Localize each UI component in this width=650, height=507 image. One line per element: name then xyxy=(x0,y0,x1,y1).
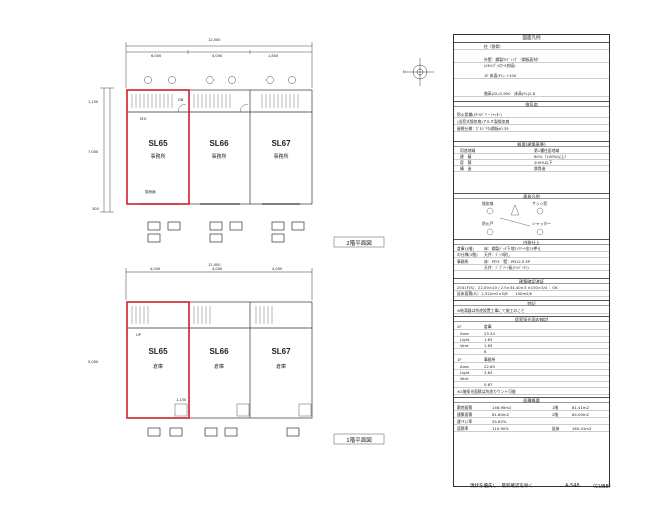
floor2-dn-label: DN xyxy=(178,98,184,102)
floor2-plan xyxy=(126,89,313,243)
floor1-highlight-sl65 xyxy=(126,301,190,419)
legend-cert-row-1: 2041F(S)：22,00×20 / 2.5×34.40×3 ×150×3/4… xyxy=(454,285,609,291)
compass-icon xyxy=(406,58,434,86)
dim-left-c: 5,000 xyxy=(88,360,99,364)
dim-bot-b: 4,000 xyxy=(212,267,223,271)
dim-top-total: 12,000 xyxy=(208,38,221,42)
compass-north-label: N xyxy=(403,70,406,74)
floor1-unit-sl66-id: SL66 xyxy=(209,347,229,356)
legend-finish-row-3: 事務所床：Pﾀｲﾙ 壁：PB12.5 EP xyxy=(454,259,609,265)
dim-left-a: 1,150 xyxy=(88,100,99,104)
footer-sheet-number: A-546 xyxy=(565,483,580,489)
legend-row-column: 柱（鉄骨） xyxy=(454,44,609,50)
floor1-width-label: 1,150 xyxy=(176,398,187,402)
dim-bot-a: 4,000 xyxy=(150,267,161,271)
floor2-walkway-label: 換気扇 xyxy=(145,190,156,194)
legend-exterior-row-3: 屋根仕様：ｶﾞﾙﾊﾞﾘｳﾑ鋼板t0.35 xyxy=(454,126,609,132)
floor2-unit-sl66-id: SL66 xyxy=(209,139,229,148)
legend-exterior-row-1: 防火設備(ｽﾁｰﾙﾄﾞｱ・ｼｬｯﾀｰ) xyxy=(454,112,609,118)
floor1-unit-sl65-id: SL65 xyxy=(148,347,168,356)
legend-kigou-head: 建具凡例 xyxy=(454,193,609,199)
floor2-mk-label: M.K xyxy=(140,117,147,121)
fixture-symbols xyxy=(486,204,544,236)
legend-cert-head: 建築確認済証 xyxy=(454,278,609,284)
legend-title: 図面凡例 xyxy=(454,35,609,43)
floor1-title-box xyxy=(333,433,385,445)
legend-exterior-row-2: (出窓式換気扇)アルミ製換気扇 xyxy=(454,119,609,125)
legend-finish-head: 内装仕上 xyxy=(454,239,609,245)
footer-note: 現状を優先し、最新確認を除く xyxy=(470,484,533,489)
legend-size-row-4: 構 造鉄骨造 xyxy=(454,166,609,172)
legend-win-1f-row-4: 0.67 xyxy=(454,382,609,388)
legend-finish-row-1: 倉庫(1階)床：鋼製ﾃﾞｯｷ下地ｺﾝｸﾘｰﾄ金ｺﾃ押え xyxy=(454,246,609,252)
legend-row-wall: 外壁：鋼製ｻｲﾃﾞｨﾝｸﾞ（鋼板面材） xyxy=(454,57,609,63)
legend-special-head: 特記 xyxy=(454,300,609,306)
legend-size-head: 概要(建築基準) xyxy=(454,141,609,147)
footer-project: （CUBE） xyxy=(590,484,614,490)
legend-row-floor: 1F 床面(FL) +100 xyxy=(454,73,609,79)
legend-area-head: 面積概要 xyxy=(454,397,609,403)
floor1-unit-sl66-use: 倉庫 xyxy=(213,364,224,370)
floor2-highlight-sl65 xyxy=(126,89,190,205)
floor2-title: 2階平面図 xyxy=(346,241,372,247)
dim-bot-total: 12,000 xyxy=(208,263,221,267)
legend-row-wall-sub: (t30:ｸﾞﾗｽｳｰﾙ充填) xyxy=(484,63,516,68)
dim-bot-c: 4,000 xyxy=(272,267,283,271)
legend-win-2f-row-4: 8 xyxy=(454,349,609,355)
legend-row-height: 階高(GL)2,900 床高(FL)2,8 xyxy=(454,91,609,97)
legend-panel: 図面凡例 柱（鉄骨） 外壁：鋼製ｻｲﾃﾞｨﾝｸﾞ（鋼板面材） (t30:ｸﾞﾗｽ… xyxy=(453,34,610,487)
legend-cert-row-2: 延床面積(S)：1,522m2×5/8 150m2/h xyxy=(454,291,609,297)
legend-size-row-1: 用途地域第1種住居地域 xyxy=(454,148,609,154)
legend-exterior-head: 換気扇 xyxy=(454,101,609,107)
floor1-up-label: UP xyxy=(136,333,141,337)
dim-left-b: 7,000 xyxy=(88,150,99,154)
legend-finish-row-4: 天井：ｼﾞﾌﾟｿｰﾝ板(ﾄﾗﾊﾞｰﾁﾝ) xyxy=(454,265,609,271)
floor1-unit-sl67-id: SL67 xyxy=(271,347,291,356)
legend-win-1f-row-3: Vent xyxy=(454,376,609,382)
floor1-unit-sl67-use: 倉庫 xyxy=(275,364,286,370)
floor2-title-box xyxy=(333,236,385,248)
legend-window-head: 居室採光面の検討 xyxy=(454,316,609,322)
floor2-unit-sl65-use: 事務所 xyxy=(150,154,166,160)
dim-top-c: 1,800 xyxy=(268,54,279,58)
legend-finish-row-2: の仕様(1階)天井：ﾃﾞｯｷ現し xyxy=(454,252,609,258)
dim-top-b: 4,000 xyxy=(212,54,223,58)
floor1-unit-sl65-use: 倉庫 xyxy=(152,364,163,370)
floor2-unit-sl67-id: SL67 xyxy=(271,139,291,148)
floor2-unit-sl65-id: SL65 xyxy=(148,139,168,148)
legend-special-row: ※給湯器は別途設置工事にて施工のこと xyxy=(454,308,609,314)
dim-top-a: 6,000 xyxy=(151,54,162,58)
floor2-unit-sl66-use: 事務所 xyxy=(211,154,227,160)
floor1-title: 1階平面図 xyxy=(346,438,372,444)
dim-left-d: 300 xyxy=(92,207,99,211)
legend-win-note: ※2階採光面積は別途カウント可能 xyxy=(454,389,609,395)
floor2-unit-sl67-use: 事務所 xyxy=(273,154,289,160)
